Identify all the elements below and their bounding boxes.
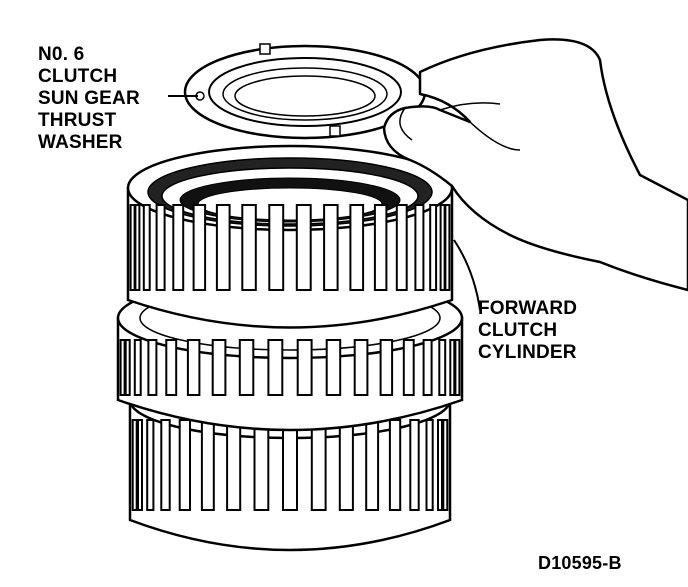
- spline-tooth: [323, 204, 339, 291]
- spline-tooth: [439, 204, 446, 291]
- label-line: CLUTCH: [38, 66, 118, 87]
- forward-clutch-cylinder-label: FORWARD CLUTCH CYLINDER: [478, 298, 577, 364]
- spline-tooth: [388, 419, 402, 511]
- spline-tooth: [402, 339, 415, 396]
- spline-tooth: [124, 339, 131, 396]
- forward-clutch-cylinder: [126, 144, 454, 329]
- spline-tooth: [438, 339, 447, 396]
- label-line: THRUST: [38, 110, 117, 131]
- label-line: SUN GEAR: [38, 88, 140, 109]
- spline-tooth: [137, 419, 143, 511]
- spline-tooth: [131, 419, 138, 511]
- spline-tooth: [211, 339, 227, 396]
- spline-tooth: [444, 204, 451, 291]
- spline-tooth: [379, 339, 394, 396]
- label-line: WASHER: [38, 132, 123, 153]
- spline-tooth: [142, 204, 151, 291]
- spline-tooth: [429, 204, 438, 291]
- spline-tooth: [133, 339, 142, 396]
- spline-tooth: [349, 204, 365, 291]
- label-line: CLUTCH: [478, 320, 558, 341]
- spline-tooth: [192, 204, 207, 291]
- spline-tooth: [409, 419, 420, 511]
- spline-tooth: [454, 339, 461, 396]
- spline-tooth: [160, 419, 171, 511]
- spline-tooth: [241, 204, 257, 291]
- spline-tooth: [172, 204, 185, 291]
- spline-tooth: [186, 339, 201, 396]
- spline-tooth: [178, 419, 191, 511]
- spline-tooth: [373, 204, 388, 291]
- spline-tooth: [155, 204, 166, 291]
- spline-tooth: [310, 419, 327, 511]
- spline-tooth: [437, 419, 443, 511]
- spline-tooth: [253, 419, 270, 511]
- spline-tooth: [365, 419, 380, 511]
- spline-tooth: [238, 339, 255, 396]
- cylinder-leader-line: [453, 239, 481, 311]
- label-line: FORWARD: [478, 298, 578, 319]
- spline-tooth: [338, 419, 354, 511]
- figure-id: D10595-B: [538, 553, 622, 573]
- spline-tooth: [129, 204, 136, 291]
- spline-tooth: [215, 204, 231, 291]
- spline-tooth: [295, 204, 312, 291]
- spline-tooth: [200, 419, 215, 511]
- label-line: N0. 6: [38, 44, 85, 65]
- spline-tooth: [226, 419, 242, 511]
- hand-illustration: [382, 38, 688, 292]
- spline-tooth: [353, 339, 369, 396]
- spline-tooth: [395, 204, 408, 291]
- spline-tooth: [325, 339, 342, 396]
- spline-tooth: [442, 419, 449, 511]
- spline-tooth: [146, 419, 155, 511]
- spline-tooth: [134, 204, 141, 291]
- spline-tooth: [414, 204, 425, 291]
- spline-tooth: [422, 339, 433, 396]
- spline-tooth: [425, 419, 434, 511]
- spline-tooth: [449, 339, 456, 396]
- spline-tooth: [268, 204, 285, 291]
- thrust-washer-label: N0. 6 CLUTCH SUN GEAR THRUST WASHER: [38, 44, 140, 154]
- label-leader-lines: [168, 95, 481, 311]
- spline-tooth: [147, 339, 158, 396]
- spline-tooth: [267, 339, 284, 396]
- spline-tooth: [119, 339, 126, 396]
- label-line: CYLINDER: [478, 342, 577, 363]
- spline-tooth: [282, 419, 298, 511]
- spline-tooth: [296, 339, 313, 396]
- spline-tooth: [165, 339, 178, 396]
